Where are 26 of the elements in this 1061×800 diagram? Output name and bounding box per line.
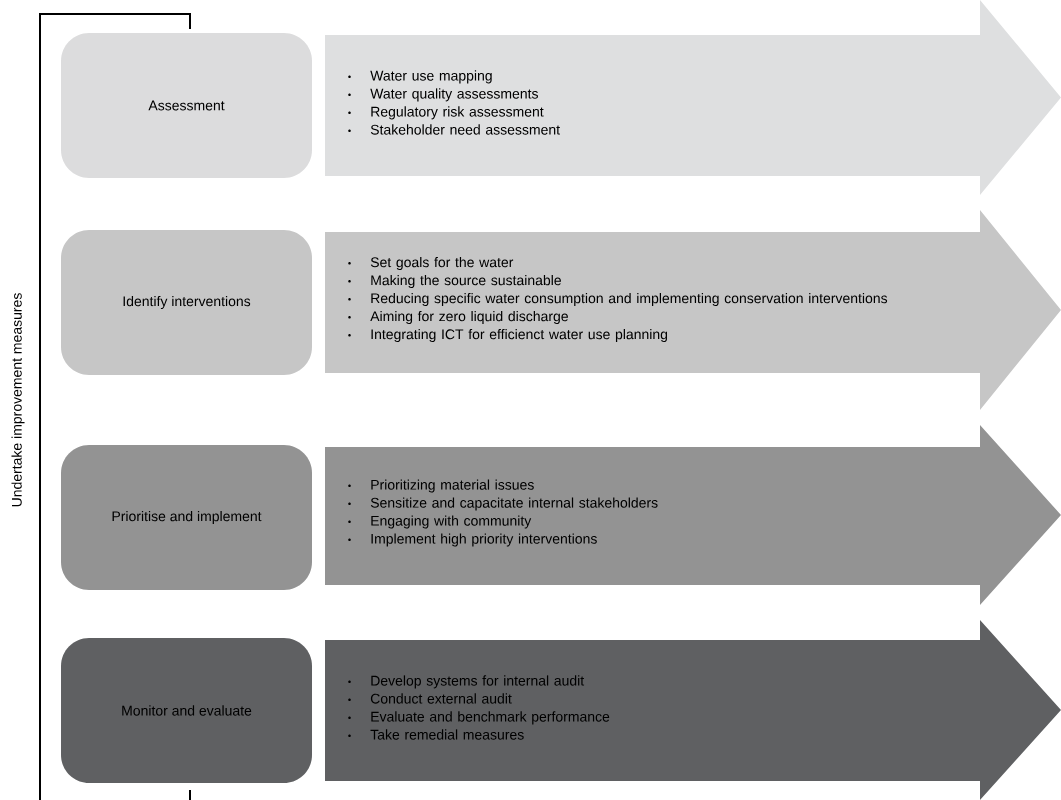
stage-box: Identify interventions xyxy=(61,230,312,375)
bullet-item: Develop systems for internal audit xyxy=(348,675,585,689)
bullet-item: Conduct external audit xyxy=(348,693,512,704)
bullet-item: Evaluate and benchmark performance xyxy=(348,711,610,725)
bullet-item: Making the source sustainable xyxy=(348,274,561,288)
arrow-shape xyxy=(325,425,1061,605)
side-label: Undertake improvement measures xyxy=(11,293,25,507)
bullet-item: Regulatory risk assessment xyxy=(348,106,544,120)
bullet-item: Stakeholder need assessment xyxy=(348,124,560,135)
stage-box: Assessment xyxy=(61,33,312,178)
stage-box: Prioritise and implement xyxy=(61,445,312,590)
bullet-item: Implement high priority interventions xyxy=(348,533,597,547)
bullet-item: Engaging with community xyxy=(348,515,532,529)
arrow-shape xyxy=(325,0,1061,195)
arrow-shape xyxy=(325,620,1061,800)
bullet-item: Integrating ICT for efficienct water use planning xyxy=(348,328,668,342)
bullet-item: Prioritizing material issues xyxy=(348,479,534,493)
stage-box: Monitor and evaluate xyxy=(61,638,312,783)
arrow-shape xyxy=(325,210,1061,410)
bullet-item: Water use mapping xyxy=(348,70,492,84)
bullet-item: Take remedial measures xyxy=(348,729,524,740)
bullet-item: Water quality assessments xyxy=(348,88,538,102)
bullet-item: Set goals for the water xyxy=(348,256,514,270)
bullet-item: Reducing specific water consumption and implementing conservation interventions xyxy=(348,292,888,306)
bullet-item: Aiming for zero liquid discharge xyxy=(348,310,568,324)
bullet-item: Sensitize and capacitate internal stakeholders xyxy=(348,497,658,511)
